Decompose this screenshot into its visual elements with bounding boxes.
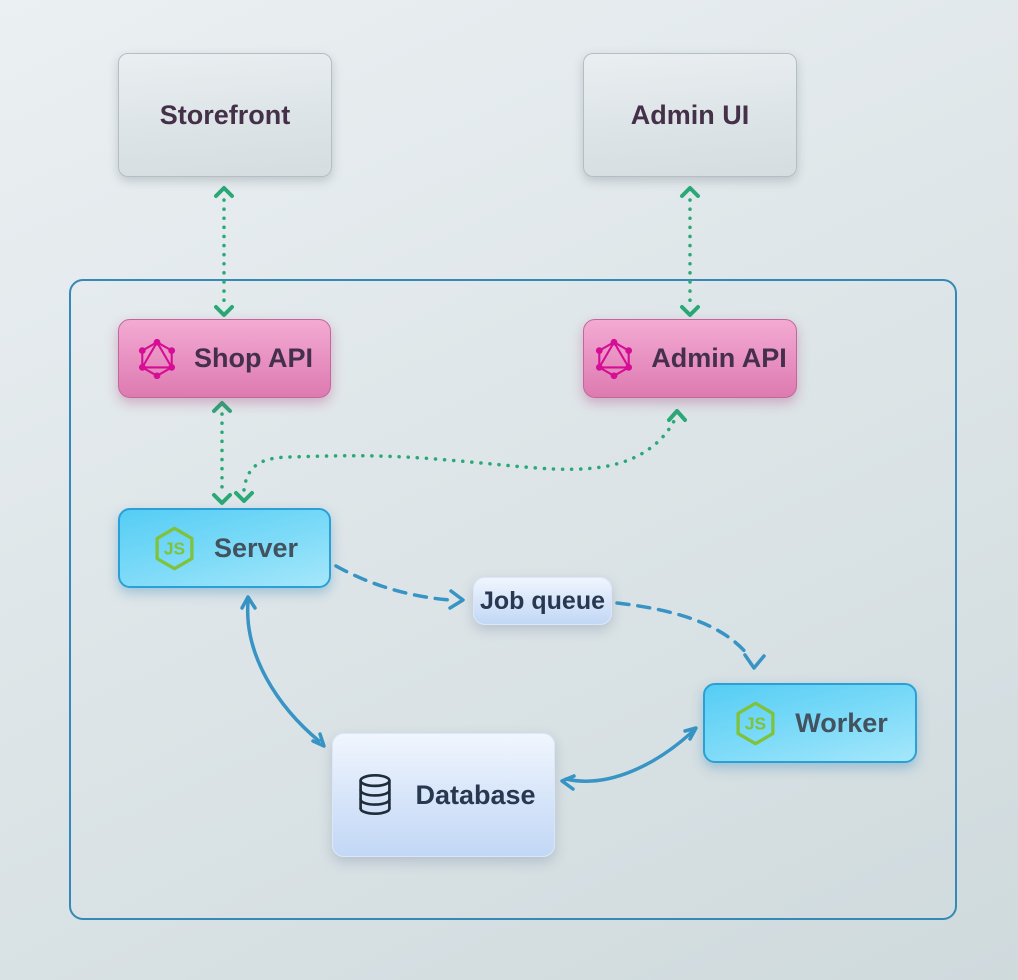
node-job-queue: Job queue — [473, 577, 612, 625]
node-label: Admin UI — [630, 99, 750, 130]
server-boundary-container — [69, 279, 957, 920]
node-database: Database — [332, 733, 555, 857]
graphql-icon — [596, 338, 633, 379]
node-storefront: Storefront — [118, 53, 332, 177]
node-admin-api: Admin API — [583, 319, 797, 398]
node-label: Job queue — [479, 586, 605, 615]
node-label: Admin API — [651, 343, 787, 373]
node-label: Database — [415, 779, 536, 810]
graphql-icon — [138, 338, 176, 379]
node-label: Worker — [795, 707, 888, 738]
node-label: Shop API — [194, 343, 313, 373]
database-icon — [359, 774, 392, 816]
svg-text:JS: JS — [164, 538, 185, 558]
node-worker: JS Worker — [703, 683, 917, 763]
node-server: JS Server — [118, 508, 331, 588]
node-shop-api: Shop API — [118, 319, 331, 398]
svg-text:JS: JS — [745, 713, 766, 733]
node-label: Server — [213, 532, 299, 563]
node-admin-ui: Admin UI — [583, 53, 797, 177]
nodejs-icon: JS — [155, 526, 194, 570]
nodejs-icon: JS — [736, 701, 775, 745]
node-label: Storefront — [159, 99, 291, 130]
